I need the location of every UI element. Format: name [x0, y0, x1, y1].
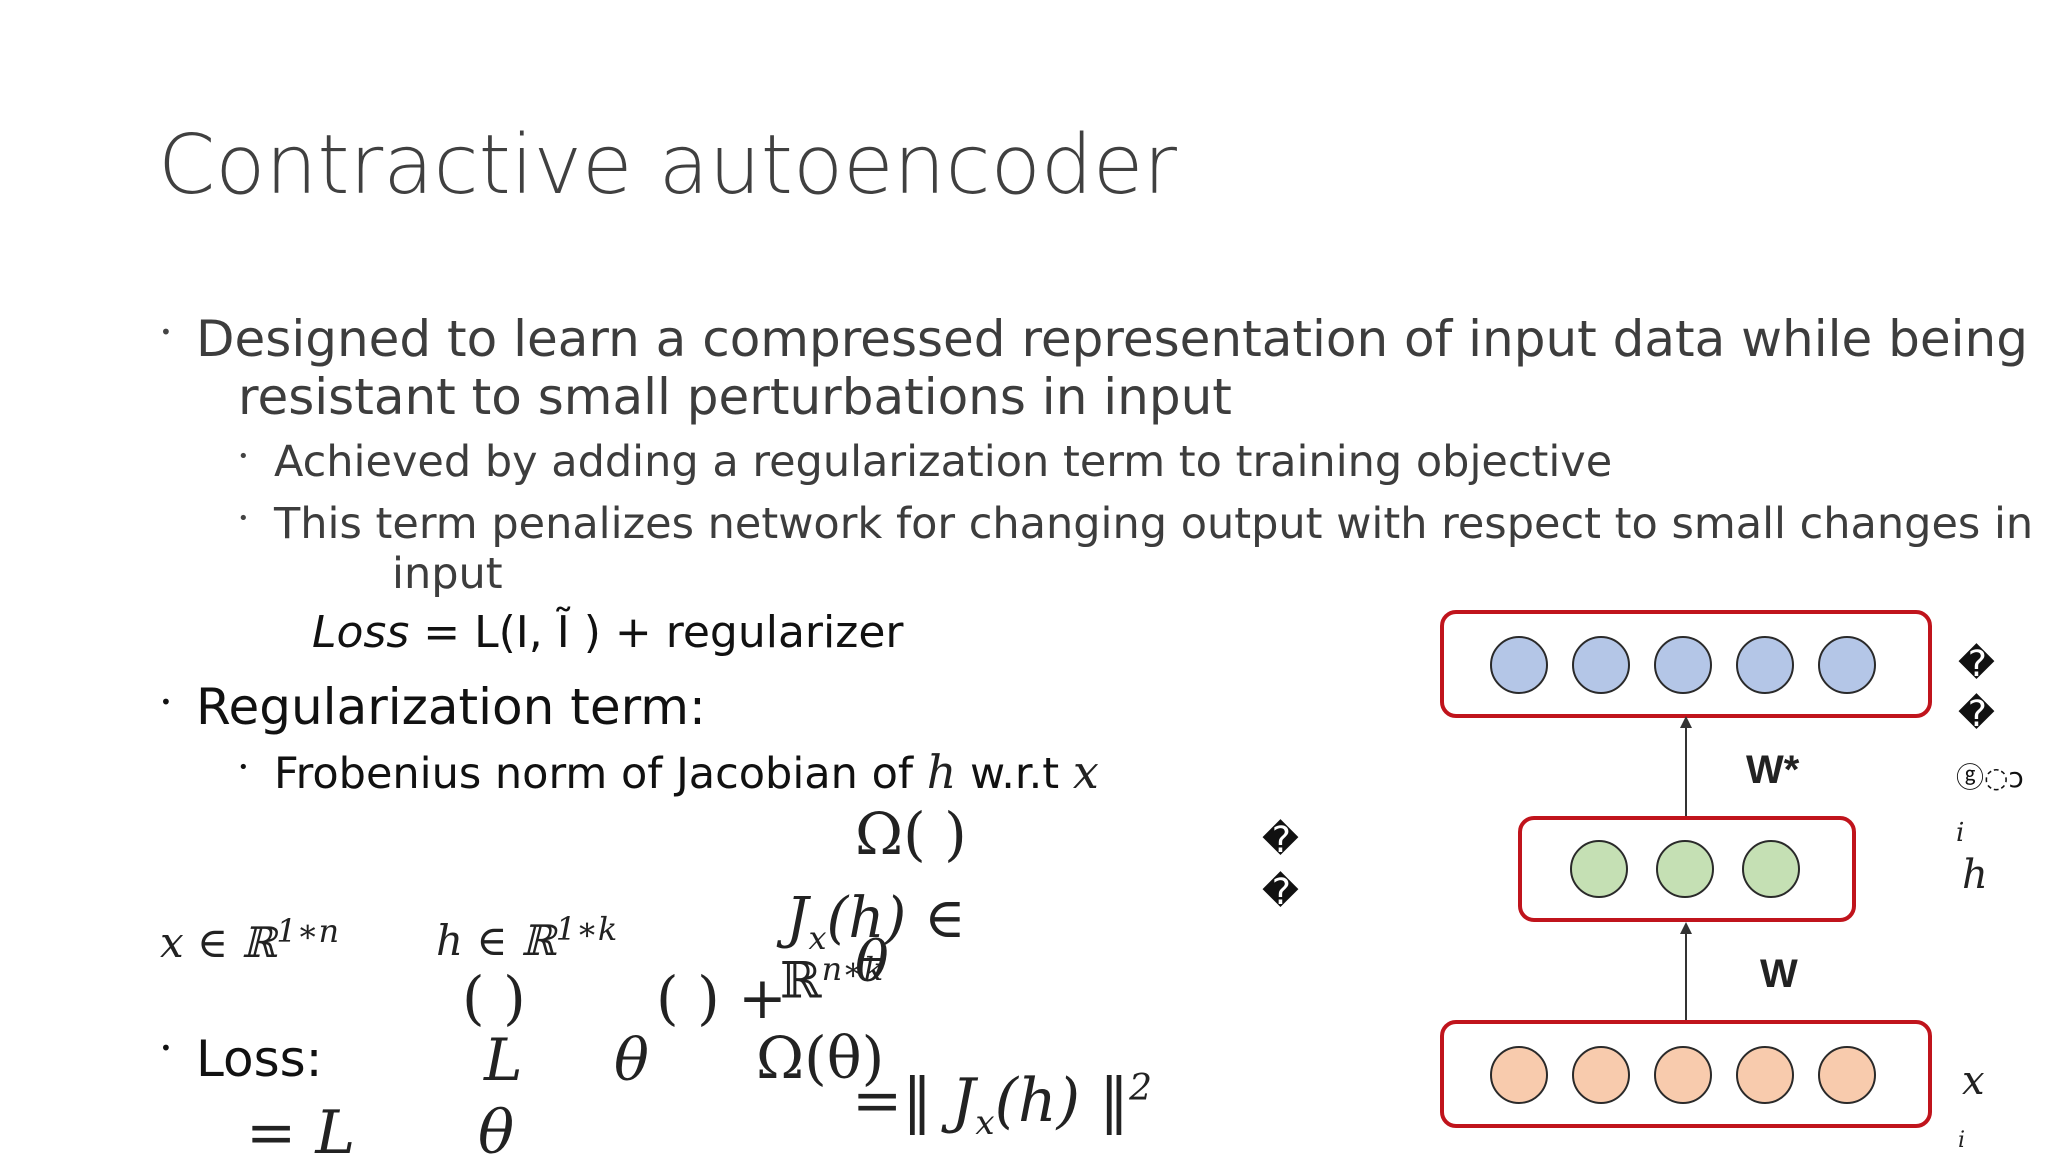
encoder-arrowhead — [1680, 922, 1692, 934]
unknown-glyph: ⓖ◌ↄ — [1956, 761, 2024, 794]
bullet-dot: • — [238, 757, 249, 778]
bullet-dot: • — [160, 320, 172, 344]
input-node — [1736, 1046, 1794, 1104]
input-node — [1654, 1046, 1712, 1104]
subscript-i: i — [1956, 818, 1965, 848]
paren-plus: ( ) + — [656, 964, 787, 1032]
sub-bullet-text: input — [392, 549, 503, 599]
norm-equation: =‖ Jx(h) ‖2 — [852, 1066, 1153, 1143]
bullet-dot: • — [238, 446, 249, 467]
output-node — [1736, 636, 1794, 694]
input-layer-box — [1440, 1020, 1932, 1128]
decoder-arrowhead — [1680, 716, 1692, 728]
h-in-r: h ∈ ℝ1∗k — [436, 910, 618, 965]
unknown-glyph: � — [1262, 872, 1299, 913]
jacobian-in: Jx(h) ∈ — [786, 886, 966, 958]
hidden-label-h: h — [1962, 852, 1988, 898]
input-node — [1572, 1046, 1630, 1104]
theta-symbol: θ — [855, 930, 889, 995]
unknown-glyph: � — [1262, 820, 1299, 861]
input-node — [1818, 1046, 1876, 1104]
paren-group: ( ) — [462, 964, 526, 1032]
bullet-text: Regularization term: — [196, 678, 706, 736]
output-layer-box — [1440, 610, 1932, 718]
theta-symbol: θ — [478, 1098, 515, 1168]
output-node — [1572, 636, 1630, 694]
decoder-arrow — [1685, 728, 1687, 816]
bullet-text: resistant to small perturbations in inpu… — [238, 368, 1232, 426]
r-nk: ℝn∗k — [780, 950, 884, 1010]
output-node — [1490, 636, 1548, 694]
theta-symbol: θ — [614, 1026, 649, 1094]
unknown-glyph: � — [1958, 694, 1995, 735]
hidden-node — [1656, 840, 1714, 898]
loss-equation: Loss = L(I, Ĩ ) + regularizer — [312, 607, 904, 658]
sub-bullet-text: Frobenius norm of Jacobian of h w.r.t x — [274, 745, 1099, 799]
x-in-r: x ∈ ℝ1∗n — [160, 912, 340, 967]
bullet-dot: • — [160, 1036, 172, 1060]
hidden-layer-box — [1518, 816, 1856, 922]
decoder-weight-label: W* — [1746, 748, 1800, 792]
bullet-text: Designed to learn a compressed represent… — [196, 310, 2028, 368]
subscript-i: i — [1958, 1128, 1966, 1153]
hidden-node — [1742, 840, 1800, 898]
input-node — [1490, 1046, 1548, 1104]
output-node — [1818, 636, 1876, 694]
bullet-dot: • — [160, 690, 172, 714]
slide-title: Contractive autoencoder — [158, 118, 1177, 213]
encoder-weight-label: W — [1760, 952, 1798, 996]
omega-paren: Ω( ) — [855, 800, 967, 868]
bullet-dot: • — [238, 508, 249, 529]
encoder-arrow — [1685, 934, 1687, 1020]
sub-bullet-text: This term penalizes network for changing… — [274, 499, 2034, 549]
loss-L: L — [484, 1026, 523, 1094]
bullet-text: Loss: — [196, 1030, 323, 1088]
output-node — [1654, 636, 1712, 694]
input-label-x: x — [1962, 1058, 1985, 1104]
unknown-glyph: � — [1958, 644, 1995, 685]
eq-L: = L — [246, 1098, 356, 1168]
omega-theta: Ω(θ) — [756, 1024, 885, 1092]
hidden-node — [1570, 840, 1628, 898]
sub-bullet-text: Achieved by adding a regularization term… — [274, 437, 1613, 487]
